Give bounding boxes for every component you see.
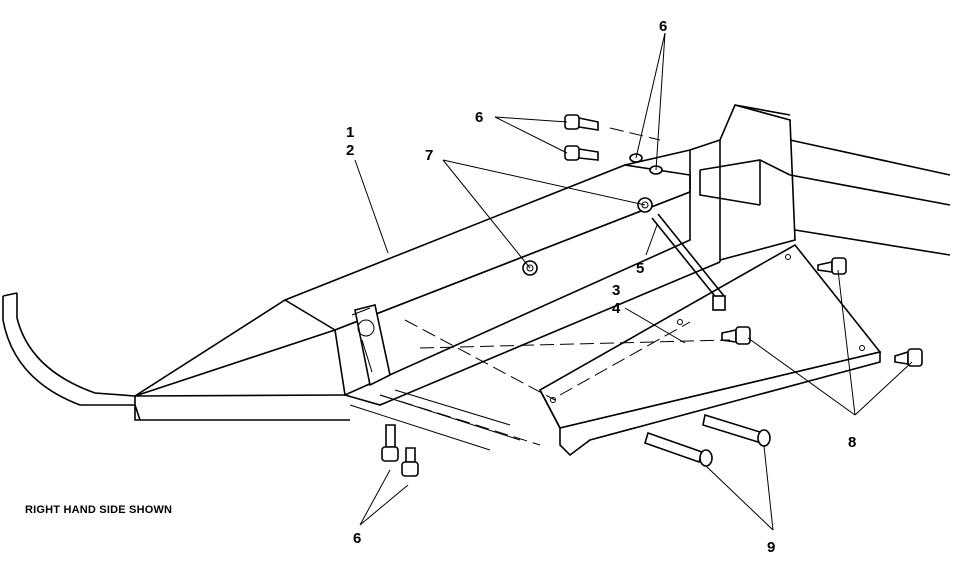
callouts: 1 2 6 6 7 5 3 4 8 9 6 bbox=[346, 18, 856, 556]
bolt-9-b bbox=[644, 431, 713, 467]
skid-runner bbox=[2, 292, 350, 421]
callout-1: 1 bbox=[346, 124, 354, 141]
latch-bracket bbox=[351, 304, 391, 387]
shield-plate bbox=[538, 243, 882, 457]
leader-lines bbox=[354, 32, 913, 531]
callout-9: 9 bbox=[767, 539, 775, 556]
bolt-8-a bbox=[817, 257, 847, 275]
callout-2: 2 bbox=[346, 142, 354, 159]
callout-4: 4 bbox=[612, 300, 621, 317]
callout-6-bottom: 6 bbox=[353, 530, 361, 547]
diagram-caption: RIGHT HAND SIDE SHOWN bbox=[25, 504, 172, 516]
bolt-6-top-b bbox=[564, 145, 599, 161]
inner-rails bbox=[349, 389, 521, 451]
bolt-8-c bbox=[894, 348, 923, 367]
callout-8: 8 bbox=[848, 434, 856, 451]
callout-3: 3 bbox=[612, 282, 620, 299]
callout-7: 7 bbox=[425, 147, 433, 164]
bolt-6-bottom-a bbox=[381, 424, 399, 462]
bolt-6-top-a bbox=[564, 114, 599, 131]
support-rod bbox=[651, 213, 726, 311]
bolt-9-a bbox=[702, 413, 771, 447]
callout-5: 5 bbox=[636, 260, 644, 277]
callout-6-left: 6 bbox=[475, 109, 483, 126]
main-housing bbox=[134, 104, 951, 406]
callout-6-top: 6 bbox=[659, 18, 667, 35]
assembly-dashed-lines bbox=[379, 127, 731, 446]
bolt-8-b bbox=[721, 326, 751, 345]
bolt-6-bottom-b bbox=[401, 447, 419, 477]
